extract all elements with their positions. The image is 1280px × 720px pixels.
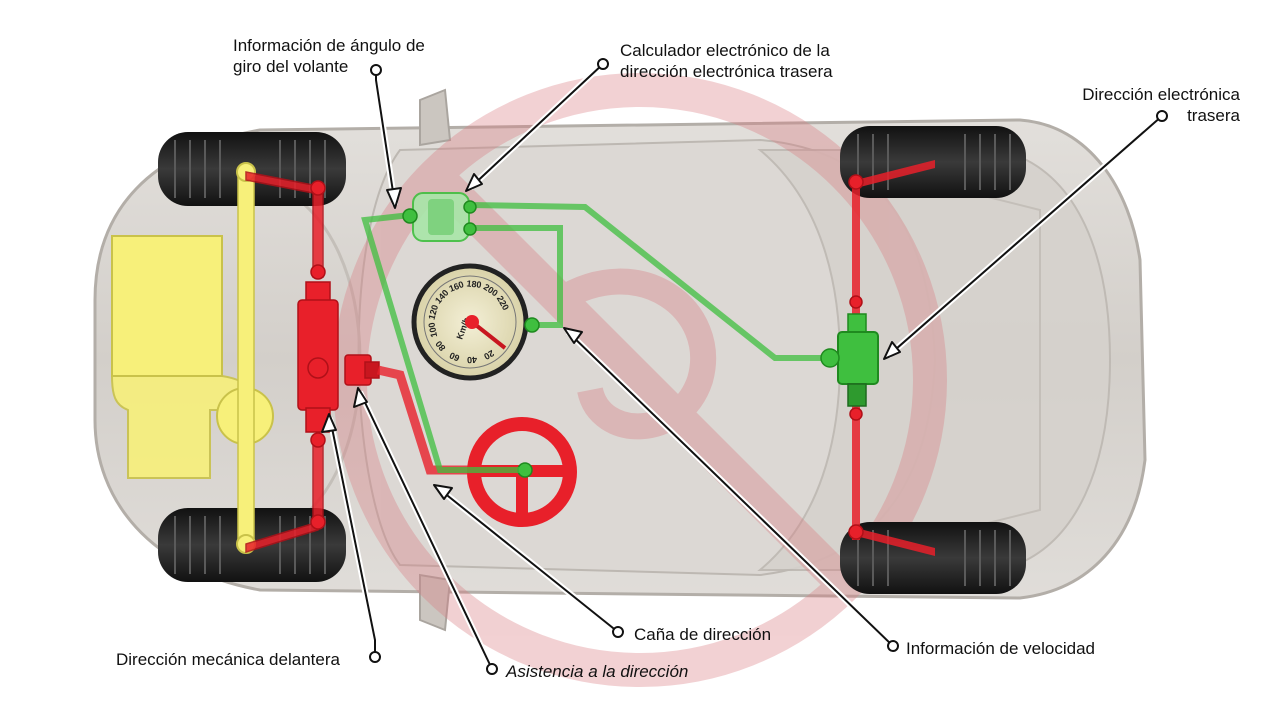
callout-front-mechanical <box>327 417 381 663</box>
callout-steering-column <box>436 485 624 638</box>
speedometer-tick-180: 180 <box>466 278 482 290</box>
label-rear-ecu-line2: dirección electrónica trasera <box>620 62 833 81</box>
rear-steering-ecu <box>402 192 477 242</box>
label-front-mechanical: Dirección mecánica delantera <box>116 650 340 669</box>
engine-block <box>110 162 274 554</box>
rear-steering-actuator <box>820 160 935 556</box>
speedometer-tick-40: 40 <box>467 355 478 366</box>
speedometer-tick-60: 60 <box>448 350 461 363</box>
label-rear-ecu-line1: Calculador electrónico de la <box>620 41 830 60</box>
label-rear-steering-line2: trasera <box>1187 106 1240 125</box>
label-assist: Asistencia a la dirección <box>506 662 689 681</box>
callout-assist <box>357 390 498 675</box>
callout-arrowheads <box>321 173 901 500</box>
callout-angle-info <box>370 64 398 206</box>
speedometer-tick-100: 100 <box>426 322 439 339</box>
electronic-wiring <box>361 202 830 473</box>
callout-rear-ecu <box>467 58 609 191</box>
label-rear-steering-line1: Dirección electrónica <box>1082 85 1240 104</box>
label-steering-column: Caña de dirección <box>634 625 772 644</box>
label-angle-info: Información de ángulo de giro del volant… <box>233 35 425 77</box>
label-rear-ecu: Calculador electrónico de la dirección e… <box>620 40 833 82</box>
speedometer-tick-20: 20 <box>482 348 496 362</box>
label-speed-info: Información de velocidad <box>906 639 1096 658</box>
front-steering-rack <box>245 171 380 554</box>
label-angle-info-line2: giro del volante <box>233 57 349 76</box>
callout-lines <box>327 58 1168 675</box>
callout-rear-steering <box>886 110 1168 359</box>
speedometer-tick-120: 120 <box>427 304 441 321</box>
callout-speed-info <box>565 329 899 652</box>
label-rear-steering: Dirección electrónica trasera <box>1082 84 1240 126</box>
speedometer-tick-80: 80 <box>433 339 447 353</box>
label-angle-info-line1: Información de ángulo de <box>233 36 425 55</box>
